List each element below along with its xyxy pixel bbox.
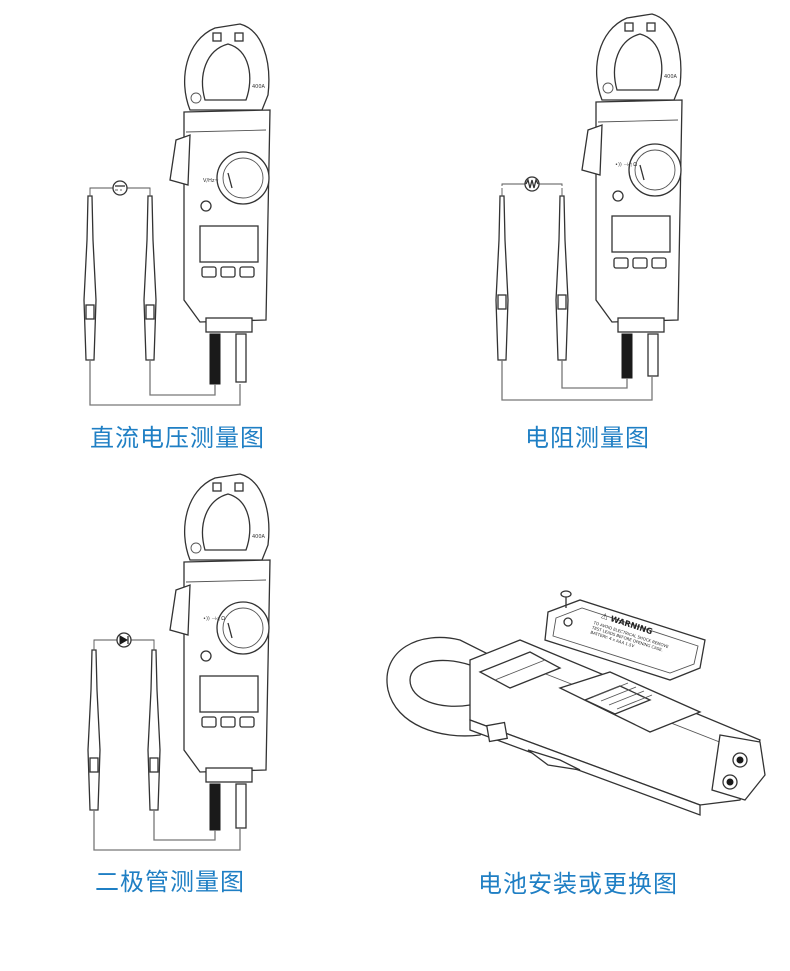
range-label: 400A: [252, 84, 266, 90]
probe-left-1: [83, 190, 97, 361]
probe-right-1: [143, 190, 157, 361]
caption-battery: 电池安装或更换图: [478, 870, 678, 898]
probe-left-3: [87, 642, 101, 811]
clamp-meter-3: 400A •)) ⊣◁ Ω: [169, 473, 271, 831]
resistor-icon: [524, 176, 540, 192]
clamp-meter-2: 400A •)) ⊣◁ Ω: [581, 13, 683, 379]
range-label: 400A: [664, 74, 678, 80]
probe-left-2: [495, 188, 509, 361]
mode-label: V/Hz~: [203, 178, 219, 184]
dc-voltage-icon: [112, 180, 128, 196]
caption-resistance: 电阻测量图: [525, 424, 650, 452]
diode-icon: [116, 632, 132, 648]
mode-label: •)) ⊣◁ Ω: [615, 162, 637, 168]
mode-label: •)) ⊣◁ Ω: [203, 616, 225, 622]
probe-right-2: [555, 188, 569, 361]
screw-icon: [560, 590, 572, 608]
range-label: 400A: [252, 534, 266, 540]
caption-diode: 二极管测量图: [95, 868, 245, 896]
battery-cells: [583, 682, 653, 715]
clamp-meter-1: 400A V/Hz~: [169, 23, 271, 385]
probe-right-3: [147, 642, 161, 811]
caption-dc-voltage: 直流电压测量图: [90, 424, 265, 452]
